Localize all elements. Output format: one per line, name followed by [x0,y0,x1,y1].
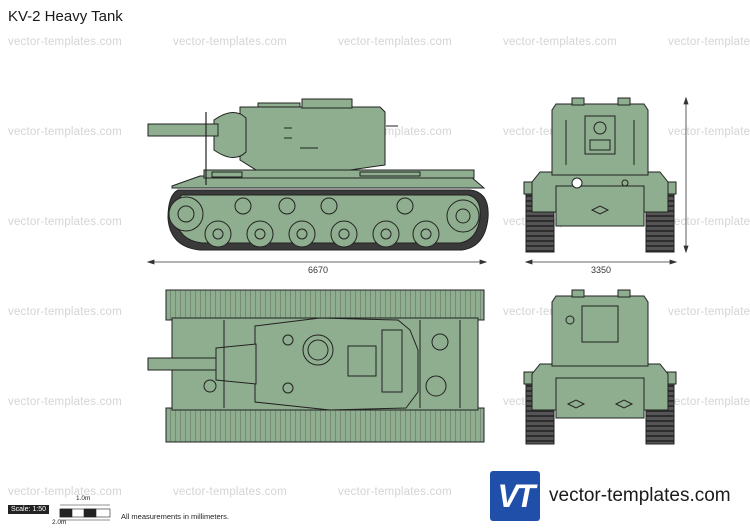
scale-legend: Scale: 1:50 1.0m [8,478,116,516]
scale-bar [59,504,111,521]
side-gun [147,123,219,137]
site-url[interactable]: vector-templates.com [549,485,731,506]
scale-bottom-mark: 2.0m [52,519,67,526]
top-view [147,289,485,443]
page-title: KV-2 Heavy Tank [8,8,123,25]
scale-label: Scale: 1:50 [8,505,50,514]
side-turret [239,106,386,171]
length-dimension-label: 6670 [308,265,329,275]
scale-top-mark: 1.0m [76,495,91,502]
top-turret [254,317,419,411]
length-dimension-line [146,259,488,265]
height-dimension-line [683,96,689,254]
side-view [147,98,489,251]
vt-logo: VT [490,471,540,521]
rear-view [523,289,677,445]
measurement-note: All measurements in millimeters. [121,512,229,521]
top-track-lower [165,407,485,443]
width-dimension-label: 3350 [591,265,612,275]
top-track-upper [165,289,485,321]
width-dimension-line [524,259,678,265]
front-view [523,97,677,253]
side-hull [171,175,486,189]
top-gun [147,357,221,371]
